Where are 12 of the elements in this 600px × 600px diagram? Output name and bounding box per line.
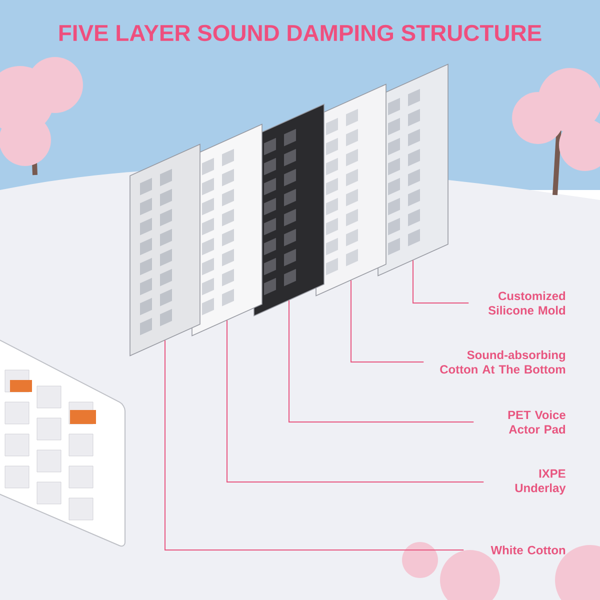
- leader-line: [164, 340, 464, 550]
- part-label: Customized Silicone Mold: [488, 291, 566, 315]
- leader-line: [226, 320, 484, 482]
- part-label: White Cotton: [490, 546, 566, 554]
- part-label: Sound-absorbing Cotton At The Bottom: [440, 350, 566, 374]
- leader-line: [350, 280, 424, 362]
- leader-line: [412, 260, 470, 304]
- part-label: PET Voice Actor Pad: [508, 410, 566, 434]
- part-label: IXPE Underlay: [515, 469, 566, 495]
- title: FIVE LAYER SOUND DAMPING STRUCTURE: [59, 24, 542, 42]
- layer-plate: [130, 144, 200, 356]
- leader-line: [288, 300, 474, 422]
